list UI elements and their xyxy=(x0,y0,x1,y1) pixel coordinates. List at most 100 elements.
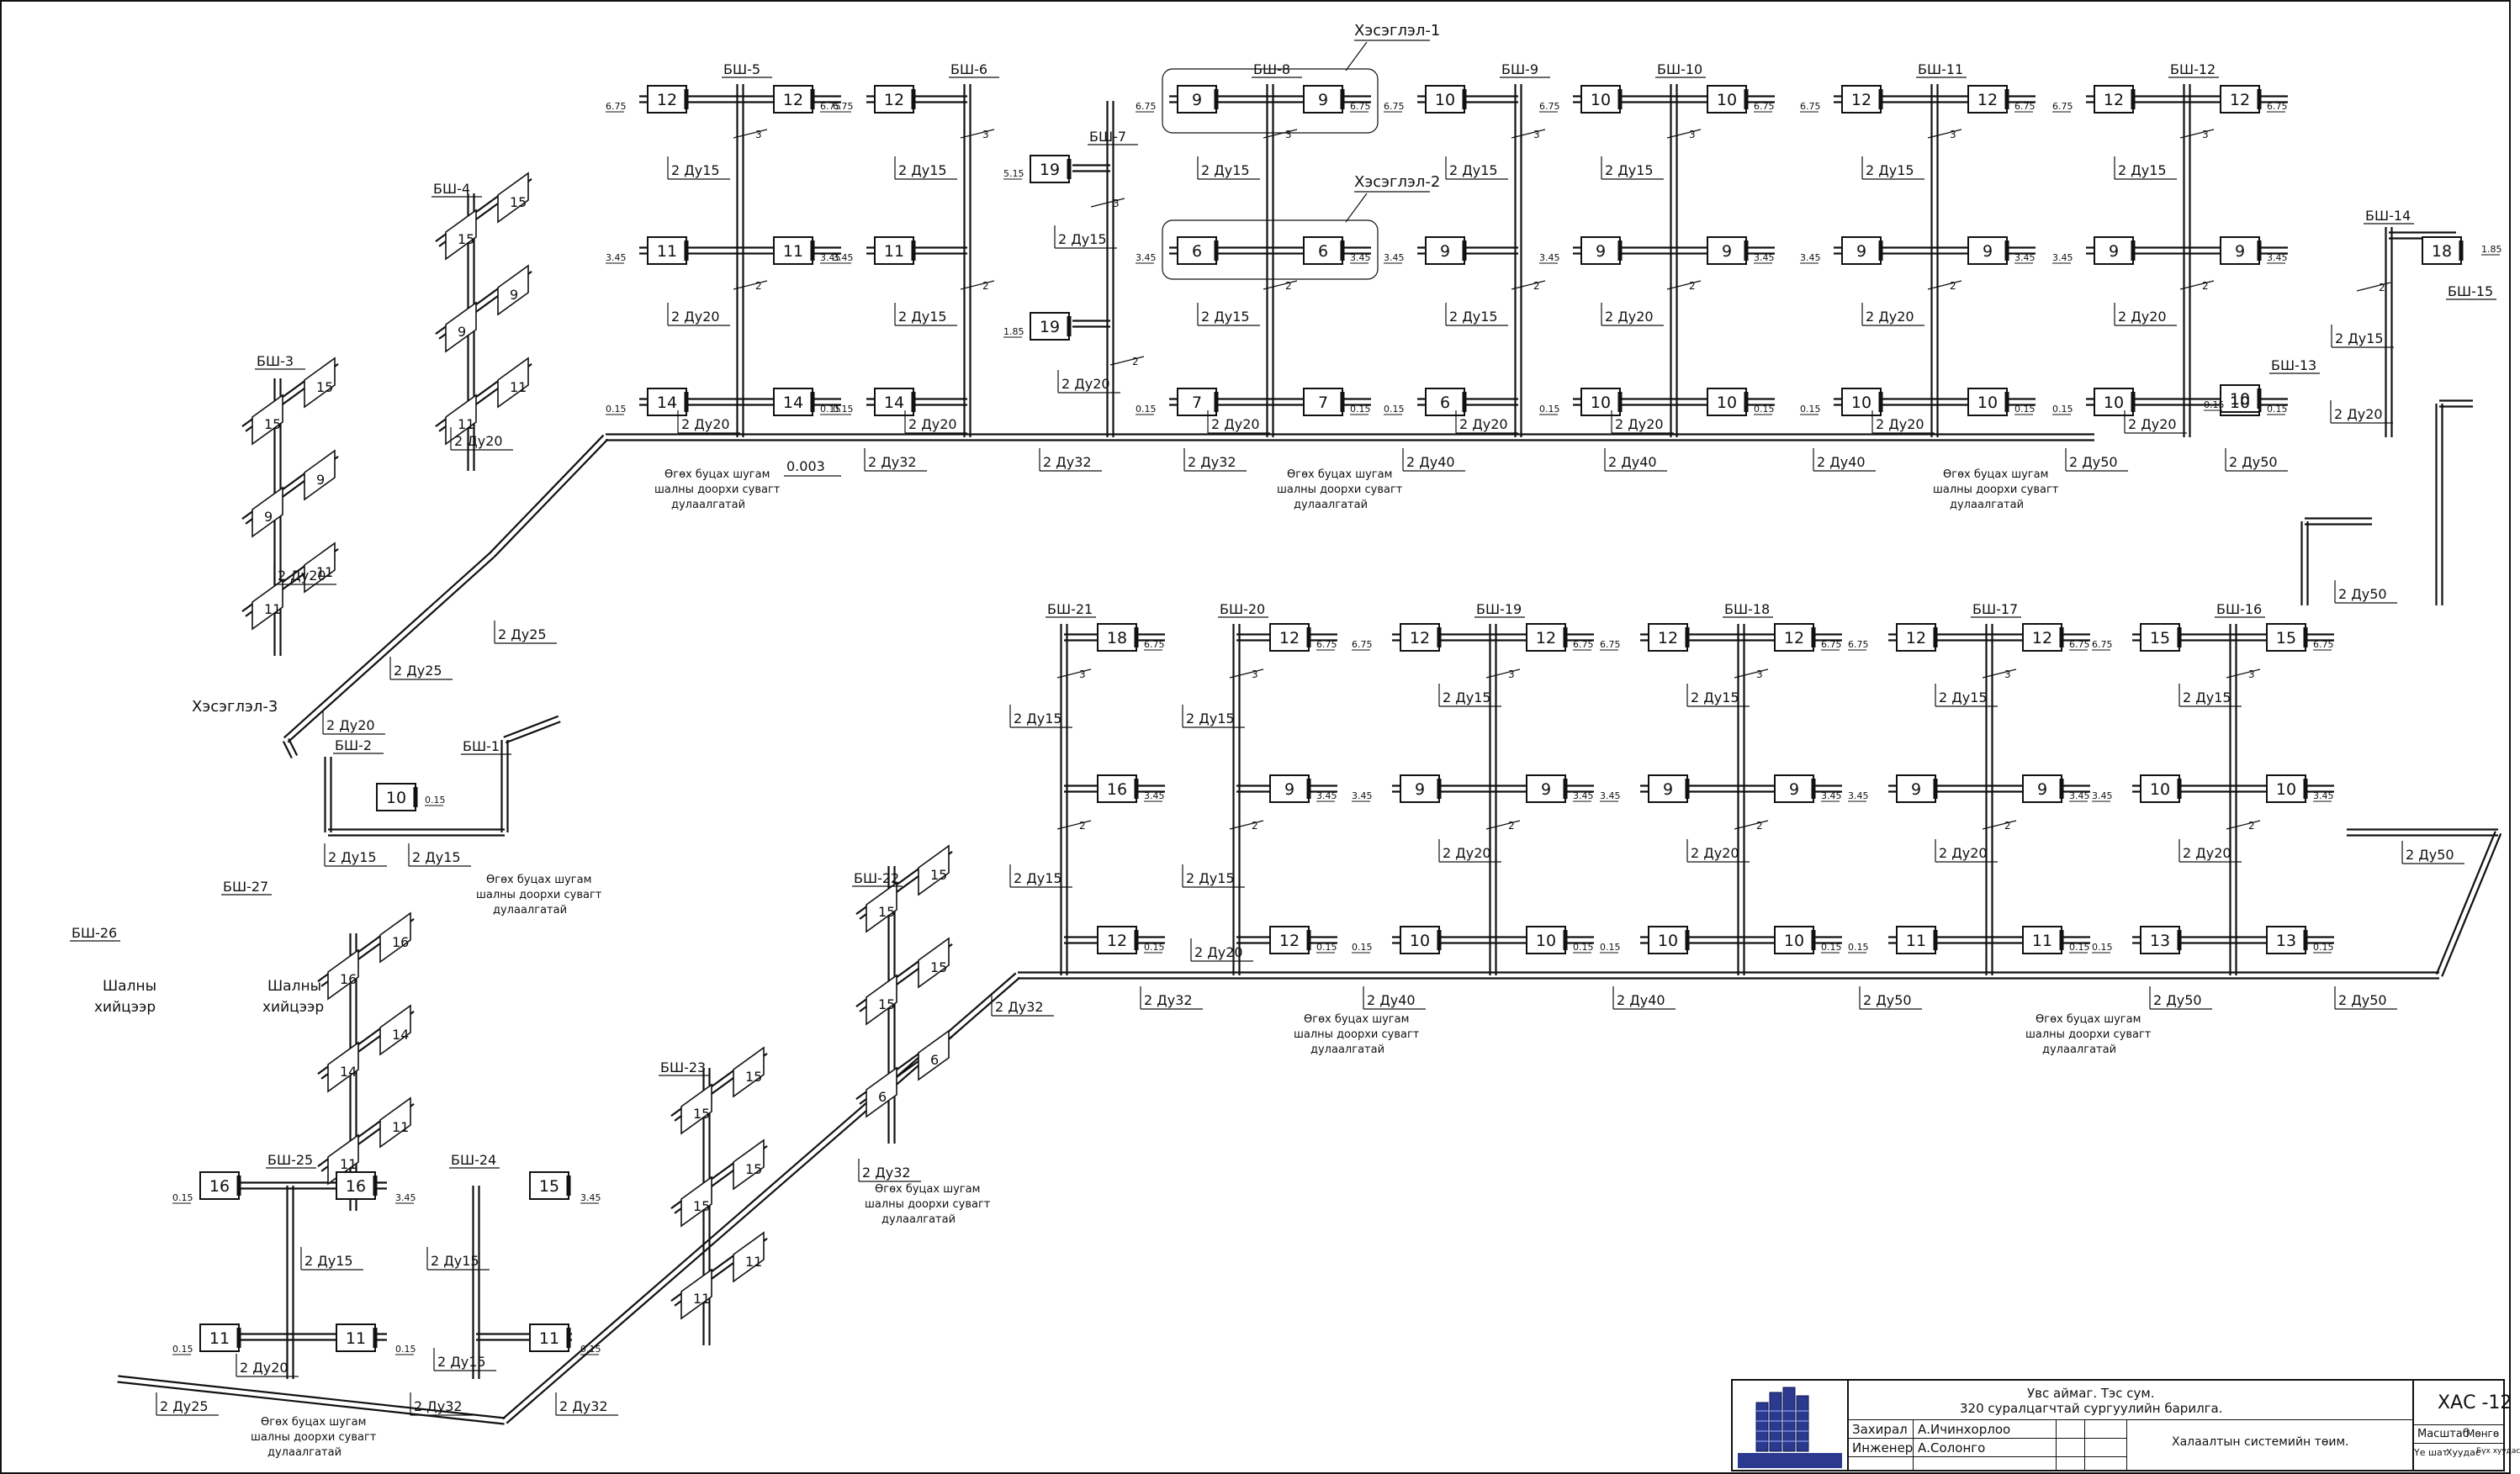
elevation-mark: 6.75 xyxy=(833,101,854,112)
radiator-iso xyxy=(733,1231,765,1283)
radiator-section-count: 11 xyxy=(510,379,527,395)
pipe-size-label: 2 Ду15 xyxy=(1201,162,1250,178)
floor-marker xyxy=(1666,129,1702,139)
radiator xyxy=(773,236,813,265)
supply-return-pipe xyxy=(503,715,559,738)
col-cost: Мөнгө xyxy=(2466,1428,2500,1440)
radiator xyxy=(1648,774,1688,803)
floor-number: 2 xyxy=(1508,820,1515,832)
pipe-size-label: 2 Ду40 xyxy=(1617,992,1665,1008)
riser-label: БШ-2 xyxy=(335,737,372,753)
floor-marker xyxy=(1927,129,1962,139)
group-label: Хэсэглэл-1 xyxy=(1354,22,1440,40)
radiator-section-count: 15 xyxy=(745,1069,762,1085)
radiator-iso xyxy=(733,1046,765,1098)
floor-marker xyxy=(1927,280,1962,290)
riser-label: БШ-19 xyxy=(1476,601,1522,617)
radiators-layer xyxy=(199,85,2464,1352)
radiator xyxy=(1425,236,1465,265)
floor-number: 3 xyxy=(1756,668,1763,680)
elevation-mark: 6.75 xyxy=(606,101,627,112)
pipe-size-label: 2 Ду20 xyxy=(1876,416,1924,432)
pipe-size-label: 2 Ду20 xyxy=(1211,416,1260,432)
radiator xyxy=(1097,926,1137,954)
pipe-size-label: 2 Ду15 xyxy=(898,162,947,178)
radiator xyxy=(874,388,914,416)
supply-return-pipe xyxy=(288,737,299,756)
insulation-note: дулаалгатай xyxy=(1950,499,2024,511)
elevation-mark: 6.75 xyxy=(2052,101,2073,112)
radiator-section-count: 15 xyxy=(878,904,895,920)
insulation-note: шалны доорхи сувагт xyxy=(476,889,602,901)
floor-number: 2 xyxy=(982,280,989,292)
pipe-size-label: 2 Ду50 xyxy=(2229,454,2278,470)
riser-label: БШ-22 xyxy=(854,870,899,886)
radiator-section-count: 11 xyxy=(539,1329,559,1348)
elevation-mark: 0.15 xyxy=(1539,404,1560,415)
pipe-size-label: 2 Ду50 xyxy=(2338,586,2387,602)
floor-number: 2 xyxy=(2379,282,2385,293)
radiator-iso xyxy=(445,301,477,353)
radiator-section-count: 9 xyxy=(2109,242,2119,261)
riser-label: БШ-5 xyxy=(723,61,760,77)
radiator-iso xyxy=(918,1029,950,1081)
col-sheet: Хуудас xyxy=(2446,1447,2480,1458)
riser-label: БШ-16 xyxy=(2216,601,2262,617)
floor-number: 3 xyxy=(755,129,762,140)
radiator xyxy=(1707,85,1747,114)
radiator-section-count: 9 xyxy=(264,509,273,525)
elevation-mark: 0.15 xyxy=(1316,942,1337,953)
floor-number: 3 xyxy=(1508,668,1515,680)
radiator-section-count: 10 xyxy=(2230,390,2250,409)
elevation-mark: 0.15 xyxy=(1600,942,1621,953)
radiator-section-count: 6 xyxy=(878,1089,887,1105)
return-riser-right xyxy=(2435,831,2496,975)
riser-label: БШ-9 xyxy=(1501,61,1538,77)
insulation-note: дулаалгатай xyxy=(1294,499,1368,511)
insulation-note: шалны доорхи сувагт xyxy=(865,1198,991,1211)
elevation-mark: 6.75 xyxy=(2092,639,2113,650)
elevation-mark: 6.75 xyxy=(820,101,841,112)
radiator xyxy=(2220,236,2260,265)
radiator-section-count: 14 xyxy=(783,394,803,412)
elevation-mark: 0.15 xyxy=(1350,404,1371,415)
name-engineer: А.Солонго xyxy=(1918,1440,1986,1456)
radiator-section-count: 15 xyxy=(2150,629,2170,647)
radiator-iso xyxy=(680,1268,712,1320)
riser-label: БШ-21 xyxy=(1047,601,1093,617)
floor-number: 2 xyxy=(755,280,762,292)
elevation-mark: 3.45 xyxy=(1600,790,1621,801)
radiator xyxy=(1774,926,1814,954)
pipe-size-label: 2 Ду25 xyxy=(394,663,442,679)
elevation-mark: 0.15 xyxy=(2267,404,2288,415)
radiator-section-count: 12 xyxy=(1784,629,1804,647)
radiator xyxy=(336,1171,376,1200)
radiator-iso xyxy=(327,948,359,1001)
role-engineer: Инженер xyxy=(1852,1440,1914,1456)
pipe-size-label: 2 Ду15 xyxy=(2183,689,2231,705)
radiator-section-count: 16 xyxy=(1107,780,1127,799)
company-logo xyxy=(1733,1381,1849,1470)
radiator-section-count: 7 xyxy=(1192,394,1202,412)
role-director: Захирал xyxy=(1852,1422,1908,1437)
pipe-size-label: 2 Ду20 xyxy=(1691,845,1739,861)
floor-number: 3 xyxy=(2004,668,2011,680)
elevation-mark: 0.15 xyxy=(425,795,446,806)
radiator-section-count: 15 xyxy=(458,231,474,247)
radiator xyxy=(2094,236,2134,265)
floor-number: 3 xyxy=(1079,668,1086,680)
pipe-size-label: 2 Ду20 xyxy=(1459,416,1508,432)
radiator xyxy=(1967,85,2008,114)
riser-label: БШ-3 xyxy=(257,353,294,369)
floor-marker xyxy=(1485,820,1521,830)
radiator-section-count: 11 xyxy=(884,242,904,261)
radiator-section-count: 12 xyxy=(1410,629,1430,647)
radiator-section-count: 7 xyxy=(1318,394,1328,412)
radiator-iso xyxy=(497,357,529,409)
elevation-mark: 3.45 xyxy=(2267,252,2288,263)
floor-marker xyxy=(960,280,995,290)
pipe-size-label: 2 Ду15 xyxy=(2335,330,2384,346)
title-block: Увс аймаг. Тэс сум. 320 суралцагчтай сур… xyxy=(1731,1379,2520,1471)
radiator-section-count: 12 xyxy=(1279,629,1300,647)
